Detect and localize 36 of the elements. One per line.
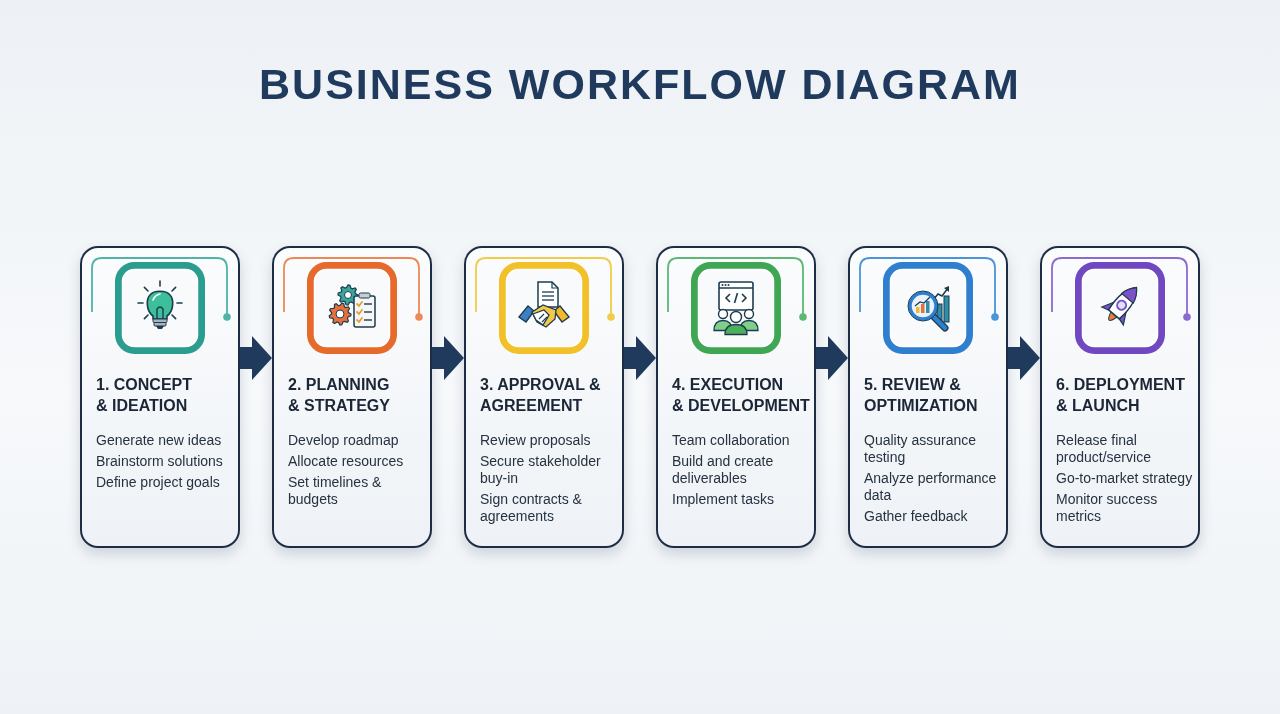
task-text: Monitor success metrics	[1056, 491, 1159, 525]
flow-arrow	[432, 336, 464, 380]
task-text: Brainstorm solutions	[96, 453, 224, 470]
task-text: Set timelines & budgets	[288, 474, 383, 508]
flow-arrow	[816, 336, 848, 380]
flow-arrow	[240, 336, 272, 380]
task-text: Review proposals	[480, 432, 592, 449]
task-text: Go-to-market strategy	[1056, 470, 1194, 487]
step-heading: 3. APPROVAL & AGREEMENT	[480, 375, 601, 416]
task-text: Generate new ideas	[96, 432, 223, 449]
task-text: Quality assurance testing	[864, 432, 978, 466]
task-text: Gather feedback	[864, 508, 969, 525]
task-text: Release final product/service	[1056, 432, 1152, 466]
step-heading: 2. PLANNING & STRATEGY	[288, 375, 390, 416]
step-card	[848, 246, 1008, 548]
task-text: Allocate resources	[288, 453, 405, 470]
task-text: Team collaboration	[672, 432, 791, 449]
step-card	[1040, 246, 1200, 548]
task-text: Implement tasks	[672, 491, 775, 508]
diagram-title: BUSINESS WORKFLOW DIAGRAM	[259, 59, 1021, 110]
step-card	[464, 246, 624, 548]
task-text: Build and create deliverables	[672, 453, 775, 487]
step-heading: 4. EXECUTION & DEVELOPMENT	[672, 375, 810, 416]
step-heading: 1. CONCEPT & IDEATION	[96, 375, 192, 416]
step-heading: 5. REVIEW & OPTIMIZATION	[864, 375, 978, 416]
step-card	[80, 246, 240, 548]
task-text: Define project goals	[96, 474, 221, 491]
step-card	[656, 246, 816, 548]
task-text: Sign contracts & agreements	[480, 491, 583, 525]
flow-arrow	[624, 336, 656, 380]
task-text: Develop roadmap	[288, 432, 400, 449]
task-text: Secure stakeholder buy-in	[480, 453, 602, 487]
step-heading: 6. DEPLOYMENT & LAUNCH	[1056, 375, 1185, 416]
task-text: Analyze performance data	[864, 470, 998, 504]
step-card	[272, 246, 432, 548]
flow-arrow	[1008, 336, 1040, 380]
